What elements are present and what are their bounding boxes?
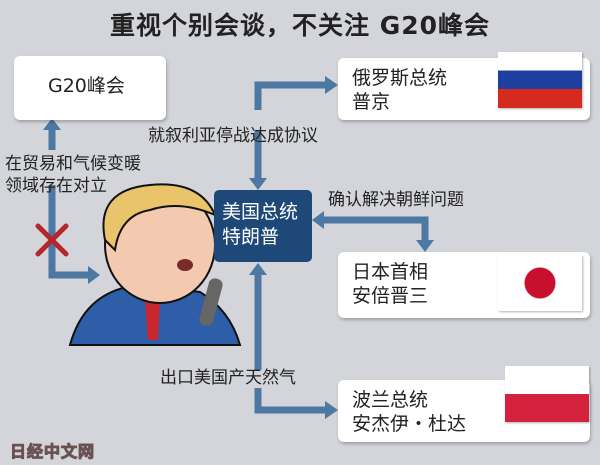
russia-line1: 俄罗斯总统 [352,67,448,89]
arrow-head-trump [88,266,100,284]
arrow-head-g20 [43,118,61,130]
russia-flag [498,52,582,108]
arrow-head-center-right [312,211,324,229]
nikkei-logo: 日经中文网 [9,442,96,462]
page-title: 重视个别会谈，不关注 G20峰会 [109,11,490,40]
center-line2: 特朗普 [222,226,280,248]
arrow-head-center-top [249,178,267,190]
arrow-head-japan [416,240,434,252]
gas-label: 出口美国产天然气 [160,368,296,388]
japan-flag [498,255,582,311]
korea-label: 确认解决朝鲜问题 [328,190,464,210]
syria-label: 就叙利亚停战达成协议 [148,126,318,146]
trump-box: 美国总统特朗普 [214,190,312,262]
japan-line2: 安倍晋三 [352,285,429,307]
g20-box: G20峰会 [14,56,166,120]
conflict-label-2: 领域存在对立 [5,176,107,196]
russia-line2: 普京 [352,91,391,113]
conflict-label-1: 在贸易和气候变暖 [5,154,141,174]
arrow-head-poland [325,401,338,419]
japan-line1: 日本首相 [352,261,429,283]
g20-label: G20峰会 [48,75,125,97]
trump-illustration [68,183,242,346]
center-line1: 美国总统 [222,201,299,223]
poland-line1: 波兰总统 [352,389,429,411]
arrow-head-russia [325,76,338,94]
poland-flag [505,366,589,422]
arrow-head-center-bottom [249,263,267,275]
poland-line2: 安杰伊・杜达 [352,413,467,435]
cross-icon [35,223,69,257]
